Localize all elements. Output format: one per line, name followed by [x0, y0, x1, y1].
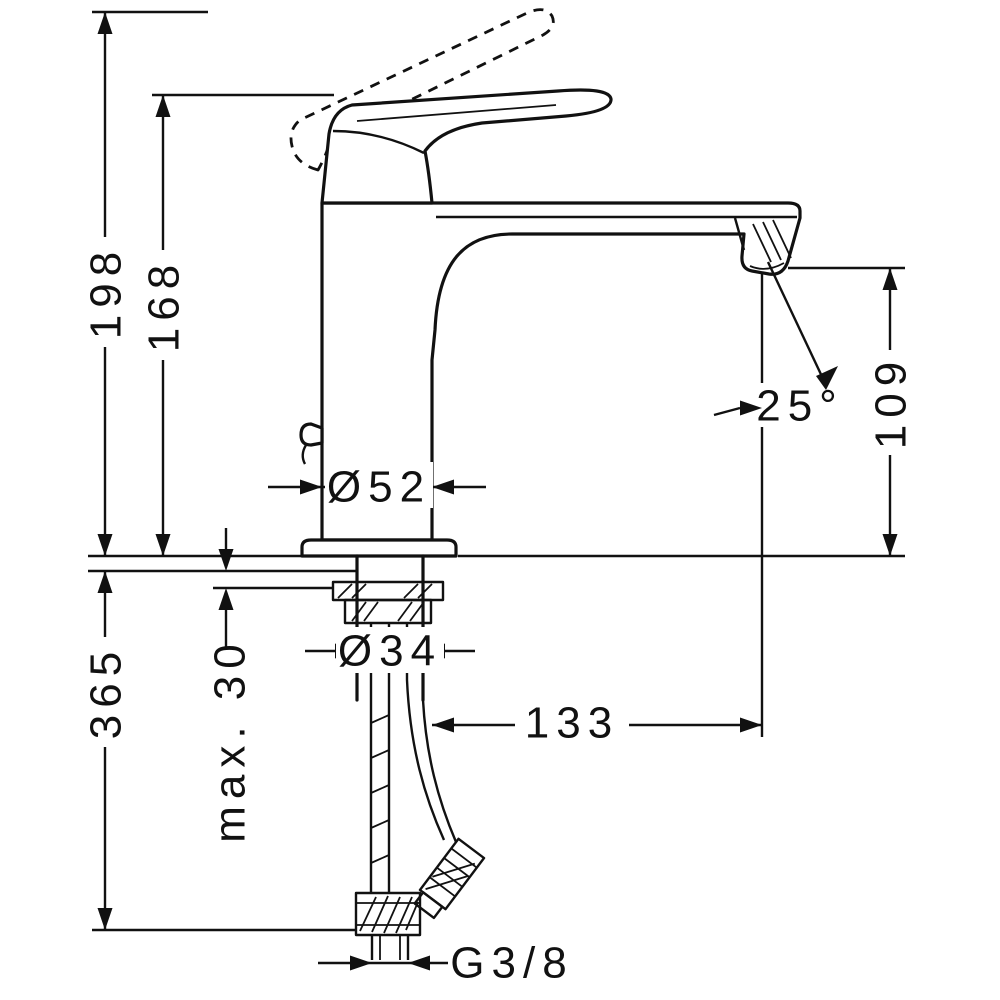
dimension-body-diameter: Ø52 — [268, 462, 486, 511]
dim-overall-height-label: 198 — [81, 245, 130, 339]
angled-hose-fitting — [413, 837, 486, 920]
dashed-lever-path — [289, 8, 555, 172]
handle-lever-inner-line — [356, 104, 557, 122]
handle-base-joint-line — [332, 129, 425, 155]
aerator — [733, 217, 792, 270]
dimension-connection-thread: G3/8 — [318, 938, 573, 987]
dim-shank-diameter-label: Ø34 — [338, 626, 442, 675]
dim-body-height-label: 168 — [139, 258, 188, 352]
angled-hose-inner-line — [405, 624, 446, 841]
arrow-left-icon — [408, 955, 430, 971]
hose-braid-ticks — [370, 714, 390, 864]
faucet — [289, 8, 802, 960]
extension-lines — [88, 10, 905, 932]
arrow-down-icon — [97, 908, 113, 930]
aerator-hatch-lines — [752, 219, 792, 263]
connection-pipe — [370, 935, 410, 960]
handle-raised-dashed-outline — [289, 8, 555, 172]
popup-rod-tail — [301, 444, 308, 465]
dimension-spout-angle: 25° — [713, 261, 844, 430]
popup-rod-knob — [299, 422, 324, 447]
arrow-right-icon — [350, 955, 372, 971]
arrow-up-icon — [155, 95, 171, 117]
arrow-up-icon — [97, 12, 113, 34]
dimension-shank-diameter: Ø34 — [305, 626, 475, 675]
dimension-max-counter-thickness: max. 30 — [205, 528, 254, 843]
arrow-down-icon — [155, 534, 171, 556]
dim-spout-angle-label: 25° — [756, 381, 844, 430]
arrow-left-icon — [432, 479, 454, 495]
handle-lever — [320, 88, 613, 205]
dimension-overall-height: 198 — [81, 12, 130, 556]
arrow-up-icon — [218, 588, 234, 610]
dim-below-counter-label: 365 — [81, 645, 130, 739]
arrow-right-icon — [740, 400, 762, 416]
arrow-up-icon — [882, 268, 898, 290]
dim-spout-height-label: 109 — [866, 355, 915, 449]
angled-hose-outer-line — [421, 699, 458, 843]
dimension-spout-outlet-height: 109 — [866, 268, 915, 556]
dimension-spout-reach: 133 — [432, 698, 762, 747]
arrow-down-icon — [882, 534, 898, 556]
dim-spout-reach-label: 133 — [525, 698, 619, 747]
dim-max-thickness-label: max. 30 — [205, 637, 254, 843]
arrow-down-icon — [97, 534, 113, 556]
arrow-diagonal-icon — [816, 366, 838, 390]
arrow-down-icon — [218, 549, 234, 571]
arrow-right-icon — [740, 717, 762, 733]
base-plate — [300, 538, 458, 558]
dim-body-diameter-label: Ø52 — [327, 462, 431, 511]
mounting-nut-outline — [343, 598, 433, 625]
arrow-right-icon — [300, 479, 322, 495]
aerator-joint-line — [733, 217, 746, 251]
aerator-outlet-arc — [749, 262, 785, 270]
nut-hatch-lines — [351, 601, 425, 622]
arrow-up-icon — [97, 571, 113, 593]
dim-connection-thread-label: G3/8 — [450, 938, 573, 987]
straight-hose-end-nut — [354, 891, 422, 937]
washer-outline — [331, 580, 445, 602]
dimension-body-height: 168 — [139, 95, 188, 556]
arrow-left-icon — [432, 717, 454, 733]
dimension-below-counter-length: 365 — [81, 571, 130, 930]
washer-hatch-lines — [337, 583, 433, 599]
